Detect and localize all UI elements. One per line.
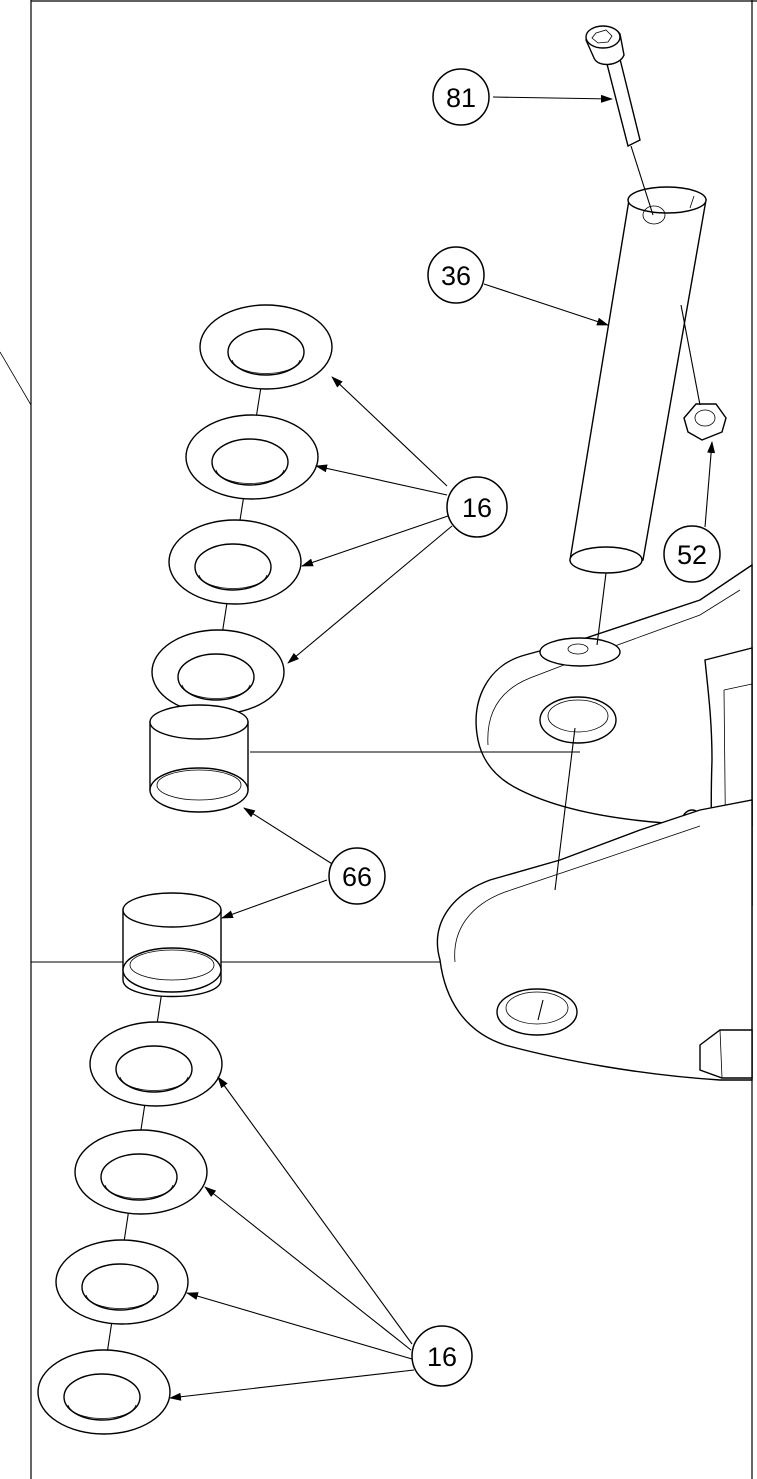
washer xyxy=(168,519,302,605)
balloon-36-label: 36 xyxy=(441,261,471,291)
balloon-36: 36 xyxy=(427,246,485,304)
washer xyxy=(74,1129,208,1215)
balloon-81-label: 81 xyxy=(446,83,476,113)
bushings xyxy=(122,704,249,998)
balloon-66-label: 66 xyxy=(342,862,372,892)
balloon-16-upper: 16 xyxy=(446,476,508,538)
mounting-bracket xyxy=(436,563,753,1081)
washer xyxy=(185,414,319,500)
balloon-16-upper-label: 16 xyxy=(462,493,492,523)
bolt xyxy=(585,25,641,148)
lower-washer-stack xyxy=(37,1021,223,1435)
washer xyxy=(199,304,333,390)
washer xyxy=(151,629,285,715)
pin xyxy=(569,186,707,574)
lock-nut xyxy=(683,403,727,441)
balloon-81: 81 xyxy=(432,68,490,126)
balloon-52-label: 52 xyxy=(677,540,707,570)
upper-bushing xyxy=(149,704,249,813)
washer xyxy=(55,1239,189,1325)
washer xyxy=(89,1021,223,1107)
lower-bushing xyxy=(122,892,222,998)
upper-washer-stack xyxy=(151,304,333,715)
balloon-66: 66 xyxy=(328,847,386,905)
leader-arrows xyxy=(169,94,716,1401)
balloon-16-lower-label: 16 xyxy=(427,1342,457,1372)
washer xyxy=(37,1349,171,1435)
axis-lines xyxy=(31,145,701,1401)
balloon-16-lower: 16 xyxy=(411,1325,473,1387)
balloon-52: 52 xyxy=(663,525,721,583)
